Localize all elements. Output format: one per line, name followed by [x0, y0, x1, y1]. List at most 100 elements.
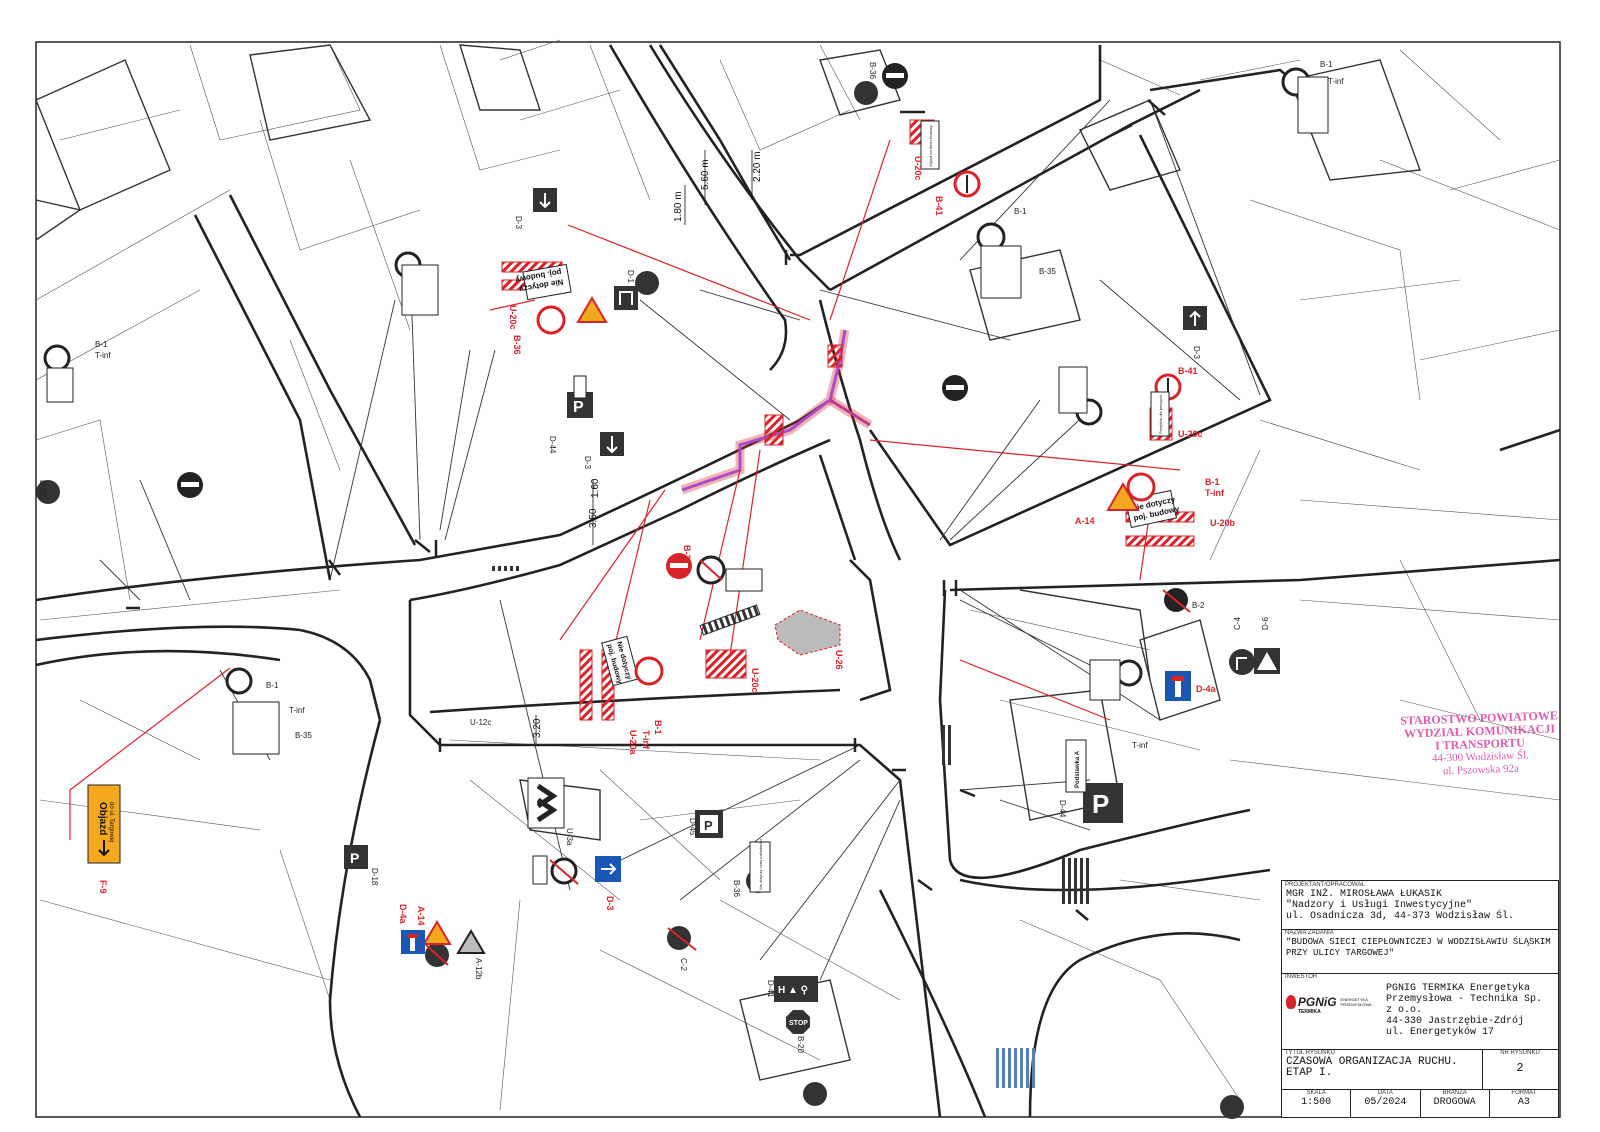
sign-d45-icon: P: [695, 810, 723, 838]
title-block: PROJEKTANT/OPRACOWAŁ MGR INŻ. MIROSŁAWA …: [1281, 880, 1559, 1118]
svg-text:D-3: D-3: [514, 216, 523, 229]
svg-text:STOP: STOP: [789, 1020, 808, 1027]
svg-text:U-20c: U-20c: [750, 668, 760, 693]
sign-b1-icon: [1115, 659, 1143, 687]
sign-b36-icon: [36, 480, 60, 504]
sign-d3-icon: [533, 188, 557, 212]
svg-text:P: P: [573, 399, 584, 416]
svg-text:U-20a: U-20a: [628, 730, 638, 756]
sign-b2-icon: [666, 553, 692, 579]
info-board: Podstawka A: [1065, 739, 1087, 793]
sign-c4-icon: [1229, 649, 1255, 675]
svg-text:D-4a: D-4a: [1196, 684, 1217, 694]
investor-line: 44-330 Jastrzębie-Zdrój: [1386, 1016, 1525, 1027]
svg-text:A-12b: A-12b: [474, 958, 483, 980]
info-board: [980, 245, 1022, 299]
dim-1-60: 1.60: [590, 478, 601, 498]
sign-b2-icon: [177, 472, 203, 498]
sign-b41-icon: [953, 170, 981, 198]
barrier-nie-dotyczy-1: Nie dotyczy poj. budowy: [501, 261, 572, 301]
sign-c2-icon: [667, 926, 697, 951]
svg-text:do ul. Targowej: do ul. Targowej: [108, 802, 114, 842]
sign-d41-icon: H ▲ ⚲: [774, 976, 818, 1002]
drawing-stage: ETAP I.: [1286, 1067, 1333, 1079]
svg-text:U-20c: U-20c: [1178, 429, 1203, 439]
svg-text:B-1: B-1: [653, 720, 663, 735]
date-value: 05/2024: [1364, 1097, 1407, 1108]
format-label: FORMAT: [1511, 1090, 1537, 1096]
svg-text:B-35: B-35: [1039, 267, 1056, 276]
svg-text:B-1: B-1: [1320, 60, 1333, 69]
sign-b36-icon: [425, 943, 449, 967]
sign-b2-icon: [882, 63, 908, 89]
svg-text:D-3: D-3: [1192, 346, 1201, 359]
svg-text:Objazd: Objazd: [97, 802, 108, 835]
drawing-frame: [35, 41, 1561, 1118]
svg-text:U-20c: U-20c: [913, 156, 923, 181]
pedestrian-crossing: [1062, 858, 1092, 904]
dim-2-20: 2.20 m: [752, 151, 763, 182]
sign-b1-icon: [634, 656, 664, 686]
svg-text:B-36: B-36: [732, 880, 741, 897]
svg-text:A-14: A-14: [416, 906, 426, 926]
sign-b1-icon: [696, 555, 726, 585]
info-board: Przejście dla pieszych: [1150, 391, 1170, 437]
logo-flame-icon: [1286, 995, 1296, 1009]
sign-d3-icon: [1183, 306, 1207, 330]
investor-section: INWESTOR PGNiG ENERGETYKA PRZEMYSŁOWA TE…: [1282, 973, 1558, 1050]
chevron-board-icon: [527, 777, 565, 829]
drawing-number: 2: [1516, 1061, 1524, 1075]
drawing-title-section: TYTUŁ RYSUNKU CZASOWA ORGANIZACJA RUCHU.…: [1282, 1049, 1558, 1090]
investor-label: INWESTOR: [1285, 974, 1318, 980]
barrier-nie-dotyczy-3: Nie dotyczy poj. budowy: [579, 635, 639, 721]
parking-sign-icon: P: [567, 392, 593, 418]
svg-text:T-inf: T-inf: [95, 351, 111, 360]
info-board: [232, 701, 280, 755]
svg-text:B-1: B-1: [1205, 477, 1220, 487]
sign-d1-icon: [614, 286, 638, 310]
svg-text:D-45: D-45: [688, 818, 697, 836]
svg-text:T-inf: T-inf: [289, 706, 305, 715]
svg-text:D-41: D-41: [766, 980, 775, 998]
sign-b1-icon: [1126, 472, 1156, 502]
designer-address: ul. Osadnicza 3d, 44-373 Wodzisław Śl.: [1286, 911, 1515, 922]
sign-d3-icon: [595, 856, 621, 882]
designer-label: PROJEKTANT/OPRACOWAŁ: [1285, 882, 1365, 888]
svg-text:U-12c: U-12c: [470, 718, 491, 727]
sign-b2-icon: [942, 375, 968, 401]
svg-text:U-26: U-26: [834, 650, 844, 670]
sign-labels: A-14 B-1 T-inf U-20b B-41 U-20c D-4a B-2…: [38, 60, 1344, 1053]
svg-text:T-inf: T-inf: [641, 730, 651, 750]
svg-text:F-9: F-9: [98, 880, 108, 894]
drawing-meta: SKALA 1:500 DATA 05/2024 BRANŻA DROGOWA …: [1282, 1089, 1558, 1117]
format-value: A3: [1517, 1097, 1530, 1108]
svg-text:Przejście dla pieszych: Przejście dla pieszych: [1158, 395, 1163, 434]
roadworks-warning-icon: [422, 920, 452, 945]
detour-sign-icon: Objazd do ul. Targowej: [87, 784, 121, 864]
investor-line: z o.o.: [1386, 1005, 1423, 1016]
dim-3-20: 3.20: [532, 718, 543, 738]
info-board: [1089, 659, 1121, 701]
sign-b1-icon: [549, 857, 579, 885]
svg-text:P: P: [1092, 789, 1109, 819]
svg-text:Nie dotyczy czas rozładunku: Nie dotyczy czas rozładunku: [758, 839, 763, 890]
info-board: Wjazd na teren budowy: [920, 120, 940, 170]
svg-text:B-1: B-1: [266, 681, 279, 690]
sign-b36-icon: [803, 1082, 827, 1106]
svg-text:B-36: B-36: [868, 62, 877, 79]
svg-text:C-2: C-2: [679, 958, 688, 971]
svg-text:B-41: B-41: [934, 196, 944, 216]
investor-line: Przemysłowa - Technika Sp.: [1386, 994, 1543, 1005]
curb-markers: [126, 99, 1166, 921]
svg-text:B-41: B-41: [1178, 366, 1198, 376]
scale-label: SKALA: [1306, 1090, 1326, 1096]
logo-subtext: ENERGETYKA PRZEMYSŁOWA: [1340, 997, 1372, 1007]
barrier: [705, 649, 747, 679]
svg-text:D-3: D-3: [583, 456, 592, 469]
sign-d4a-icon: [1165, 671, 1191, 701]
svg-text:T-inf: T-inf: [1132, 741, 1148, 750]
pedestrian-crossing: [942, 725, 952, 765]
dimension-labels: 5.60 m 2.20 m 1.80 m 3.50 1.60 3.20: [532, 151, 763, 738]
task-name-2: PRZY ULICY TARGOWEJ": [1286, 948, 1395, 958]
roadworks-warning-icon: [576, 296, 608, 323]
